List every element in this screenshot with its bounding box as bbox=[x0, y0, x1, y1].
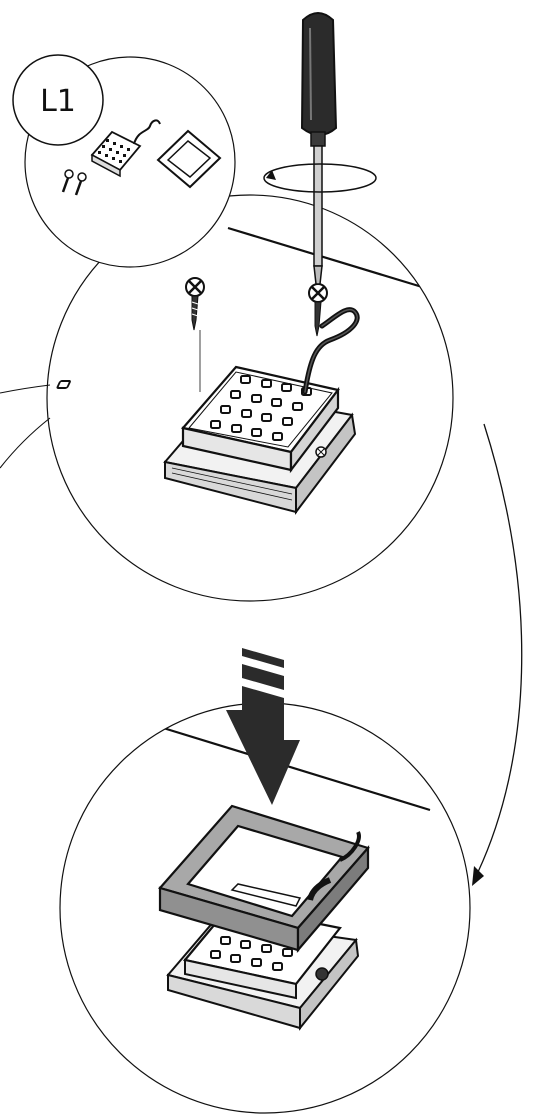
step-label-badge: L1 bbox=[13, 55, 103, 145]
flow-arrow bbox=[472, 424, 522, 886]
step-label: L1 bbox=[40, 84, 76, 119]
leader-lines bbox=[0, 385, 50, 468]
mounting-step-circle bbox=[0, 195, 453, 601]
parts-inset-circle: L1 bbox=[13, 55, 235, 267]
